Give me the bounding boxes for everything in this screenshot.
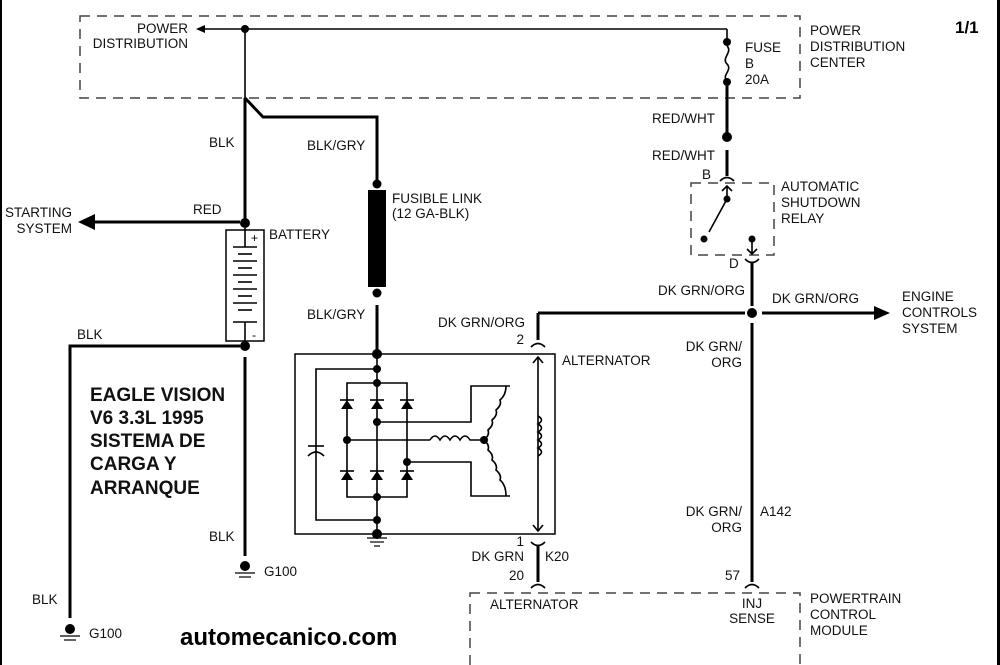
- blk-gry-bottom-label: BLK/GRY: [307, 307, 365, 322]
- starting-system-label-2: SYSTEM: [16, 221, 72, 236]
- blk-ground-mid-label: BLK: [209, 529, 235, 544]
- relay-contact: [700, 235, 708, 243]
- battery-icon: + -: [225, 228, 265, 343]
- svg-text:+: +: [251, 231, 258, 245]
- ground-g100-mid: G100: [264, 564, 297, 579]
- connector-2-icon: [530, 342, 546, 348]
- alt-pin-2: 2: [516, 332, 524, 347]
- ground-icon: [235, 561, 255, 578]
- asd-relay-box: [690, 182, 775, 256]
- power-distribution-label-2: DISTRIBUTION: [93, 36, 188, 51]
- relay-switch-icon: [708, 198, 728, 233]
- pcm-inj-label-1: INJ: [742, 596, 762, 611]
- connector-dot: [722, 132, 732, 142]
- connector-20-icon: [530, 583, 546, 589]
- title-line-4: CARGA Y: [90, 454, 177, 475]
- k20-label: K20: [545, 549, 569, 564]
- asd-relay-label-1: AUTOMATIC: [781, 179, 860, 194]
- pcm-pin-20: 20: [509, 568, 524, 583]
- fusible-link-terminal: [372, 288, 382, 298]
- fuse-label-2: B: [745, 56, 754, 71]
- relay-pin-d: D: [729, 256, 739, 271]
- arrow-left-icon: [78, 214, 95, 230]
- title-line-5: ARRANQUE: [90, 478, 200, 499]
- pdc-label-2: DISTRIBUTION: [810, 39, 905, 54]
- blk-gry-top-label: BLK/GRY: [307, 138, 365, 153]
- fuse-icon: [724, 45, 730, 81]
- ground-g100-left: G100: [89, 626, 122, 641]
- pcm-alternator-label: ALTERNATOR: [490, 597, 579, 612]
- alternator-label: ALTERNATOR: [562, 353, 651, 368]
- power-distribution-label-1: POWER: [137, 21, 188, 36]
- battery-pos-terminal: [240, 218, 250, 228]
- blk-left-label: BLK: [77, 327, 103, 342]
- asd-relay-label-3: RELAY: [781, 211, 824, 226]
- dk-grn-org-v2-label-1: DK GRN/: [686, 504, 743, 519]
- blk-left-wire: [68, 344, 240, 618]
- left-border: [0, 0, 2, 665]
- battery-label: BATTERY: [269, 227, 330, 242]
- power-distribution-center-box: [79, 15, 801, 99]
- pcm-pin-57: 57: [725, 568, 740, 583]
- ground-icon: [60, 624, 80, 641]
- fuse-label-3: 20A: [745, 72, 769, 87]
- asd-relay-label-2: SHUTDOWN: [781, 195, 861, 210]
- dk-grn-org-v2-label-2: ORG: [711, 520, 742, 535]
- dk-grn-org-v1-label-1: DK GRN/: [686, 339, 743, 354]
- title-line-1: EAGLE VISION: [90, 385, 225, 406]
- arrow-left-icon: [196, 25, 205, 33]
- blk-gry-top-wire: [243, 96, 379, 184]
- connector-d-icon: [744, 258, 760, 264]
- fusible-link-terminal: [372, 179, 382, 189]
- relay-pin-b: B: [702, 167, 711, 182]
- blk-main-label: BLK: [209, 135, 235, 150]
- svg-text:-: -: [252, 328, 256, 342]
- page-number: 1/1: [955, 18, 979, 37]
- pcm-inj-label-2: SENSE: [729, 611, 775, 626]
- red-wht-label-1: RED/WHT: [652, 111, 715, 126]
- fuse-label-1: FUSE: [745, 40, 781, 55]
- ecs-label-3: SYSTEM: [902, 321, 958, 336]
- a142-label: A142: [760, 504, 792, 519]
- pdc-label-3: CENTER: [810, 55, 866, 70]
- fusible-link-icon: [368, 190, 386, 287]
- connector-57-icon: [744, 583, 760, 589]
- dk-grn-org-ecs-label: DK GRN/ORG: [772, 291, 859, 306]
- fusible-link-label-1: FUSIBLE LINK: [392, 191, 482, 206]
- relay-out-icon: [746, 239, 758, 256]
- dk-grn-org-v1-label-2: ORG: [711, 355, 742, 370]
- pcm-label-3: MODULE: [810, 623, 868, 638]
- blk-ground-left-label: BLK: [32, 592, 58, 607]
- right-border: [997, 0, 1000, 665]
- fuse-terminal: [723, 78, 731, 86]
- pcm-label-2: CONTROL: [810, 607, 876, 622]
- connector-1-icon: [530, 541, 546, 547]
- fuse-terminal: [723, 38, 731, 46]
- red-wht-label-2: RED/WHT: [652, 148, 715, 163]
- starting-system-label-1: STARTING: [5, 205, 72, 220]
- ecs-label-2: CONTROLS: [902, 305, 977, 320]
- pdc-label-1: POWER: [810, 23, 861, 38]
- battery-neg-terminal: [240, 341, 250, 351]
- red-label: RED: [193, 202, 222, 217]
- fusible-link-label-2: (12 GA-BLK): [392, 206, 469, 221]
- alt-pin-1: 1: [516, 534, 524, 549]
- splice-dot: [747, 308, 757, 318]
- dk-grn-org-alt-label: DK GRN/ORG: [438, 315, 525, 330]
- connector-b-icon: [719, 176, 735, 182]
- watermark: automecanico.com: [180, 624, 397, 651]
- pcm-label-1: POWERTRAIN: [810, 591, 901, 606]
- alternator-box: [294, 353, 556, 535]
- dk-grn-org-relay-label: DK GRN/ORG: [658, 283, 745, 298]
- title-line-2: V6 3.3L 1995: [90, 408, 204, 429]
- title-line-3: SISTEMA DE: [90, 431, 205, 452]
- alternator-internals: [307, 349, 544, 547]
- arrow-right-icon: [874, 306, 890, 320]
- dk-grn-label: DK GRN: [471, 549, 524, 564]
- ecs-label-1: ENGINE: [902, 289, 954, 304]
